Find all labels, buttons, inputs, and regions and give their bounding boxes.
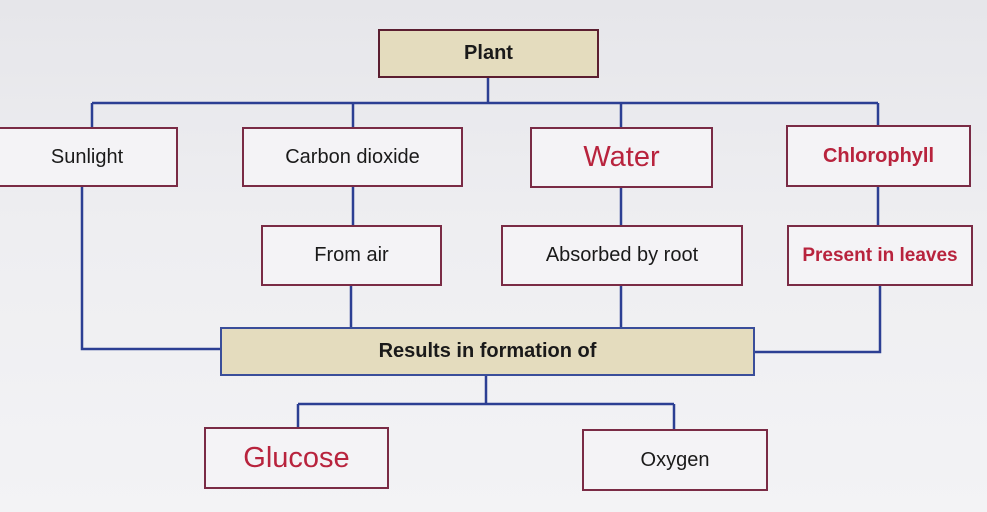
node-chlorophyll: Chlorophyll bbox=[786, 125, 971, 187]
node-oxygen: Oxygen bbox=[582, 429, 768, 491]
node-sunlight: Sunlight bbox=[0, 127, 178, 187]
node-glucose: Glucose bbox=[204, 427, 389, 489]
node-water: Water bbox=[530, 127, 713, 188]
node-plant: Plant bbox=[378, 29, 599, 78]
node-absorbed-by-root: Absorbed by root bbox=[501, 225, 743, 286]
node-carbon-dioxide: Carbon dioxide bbox=[242, 127, 463, 187]
connector-leaves-results bbox=[754, 285, 882, 354]
node-from-air: From air bbox=[261, 225, 442, 286]
connector-sunlight-results bbox=[80, 186, 222, 351]
node-present-in-leaves: Present in leaves bbox=[787, 225, 973, 286]
node-results: Results in formation of bbox=[220, 327, 755, 376]
